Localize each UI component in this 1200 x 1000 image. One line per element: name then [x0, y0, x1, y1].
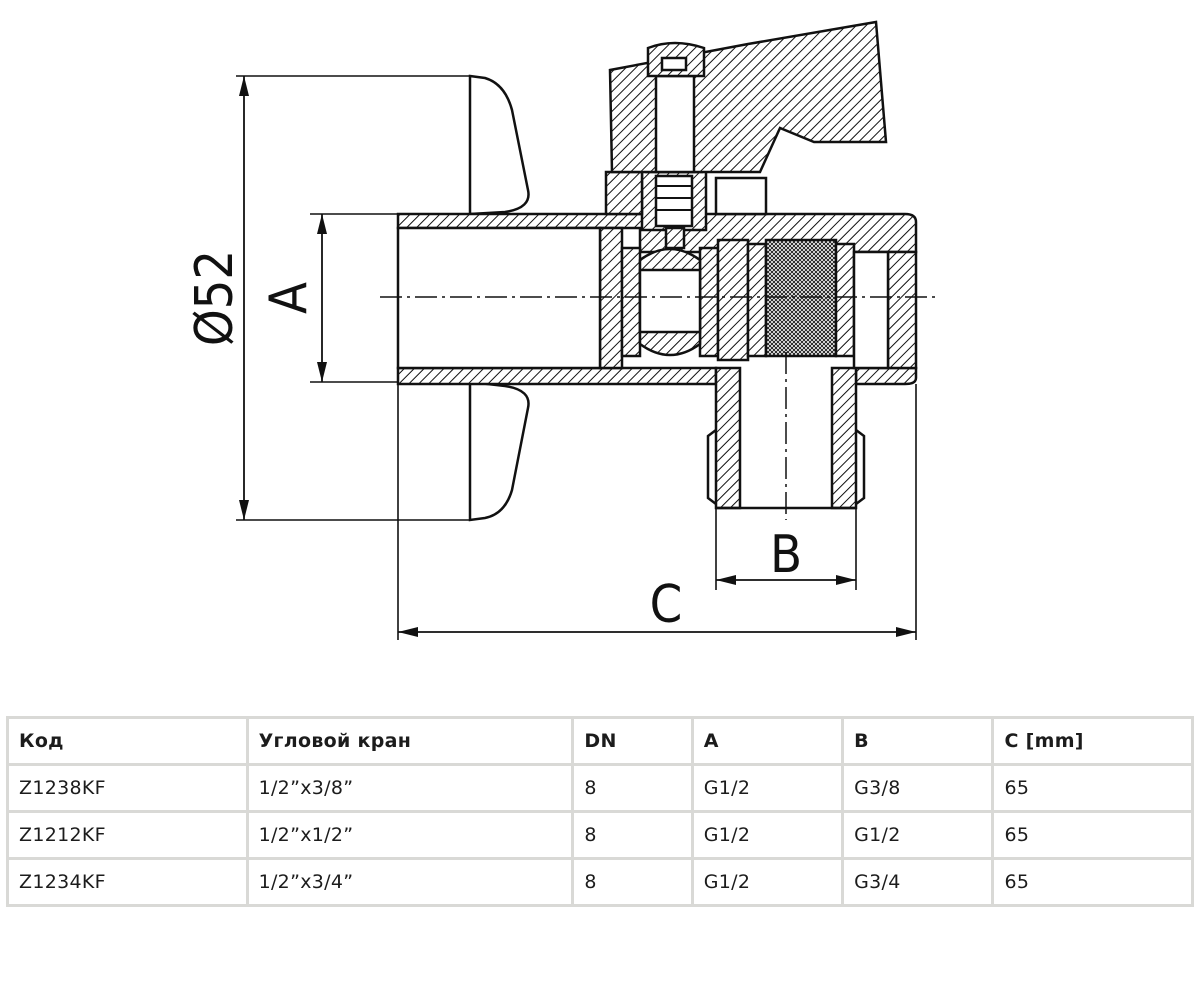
- cell-c: 65: [994, 860, 1191, 904]
- diameter-label: Ø52: [185, 250, 245, 346]
- cell-a: G1/2: [693, 813, 842, 857]
- cell-size: 1/2”x3/4”: [248, 860, 572, 904]
- header-c: C [mm]: [994, 719, 1191, 763]
- cell-size: 1/2”x3/8”: [248, 766, 572, 810]
- dimension-lines: [239, 76, 916, 637]
- cell-dn: 8: [574, 766, 691, 810]
- table-row: Z1238KF 1/2”x3/8” 8 G1/2 G3/8 65: [9, 766, 1191, 810]
- table-header-row: Код Угловой кран DN A B C [mm]: [9, 719, 1191, 763]
- cell-c: 65: [994, 766, 1191, 810]
- cell-a: G1/2: [693, 766, 842, 810]
- cell-code: Z1238KF: [9, 766, 246, 810]
- cell-c: 65: [994, 813, 1191, 857]
- cell-code: Z1212KF: [9, 813, 246, 857]
- header-b: B: [844, 719, 992, 763]
- header-angle-valve: Угловой кран: [248, 719, 572, 763]
- header-a: A: [693, 719, 842, 763]
- filter-mesh: [746, 238, 890, 370]
- specification-table: Код Угловой кран DN A B C [mm] Z1238KF 1…: [6, 716, 1194, 907]
- cell-dn: 8: [574, 813, 691, 857]
- cell-b: G1/2: [844, 813, 992, 857]
- c-label: C: [650, 575, 683, 635]
- a-label: A: [259, 282, 319, 314]
- lever-handle: [608, 20, 888, 174]
- b-label: B: [770, 525, 802, 585]
- cell-size: 1/2”x1/2”: [248, 813, 572, 857]
- valve-technical-drawing: Ø52 A B C: [185, 20, 935, 640]
- valve-body: [396, 212, 918, 510]
- cell-b: G3/4: [844, 860, 992, 904]
- header-code: Код: [9, 719, 246, 763]
- header-dn: DN: [574, 719, 691, 763]
- table-row: Z1234KF 1/2”x3/4” 8 G1/2 G3/4 65: [9, 860, 1191, 904]
- cell-b: G3/8: [844, 766, 992, 810]
- cell-dn: 8: [574, 860, 691, 904]
- ball-seat-assembly: [620, 238, 750, 362]
- cell-code: Z1234KF: [9, 860, 246, 904]
- escutcheon: [468, 74, 530, 522]
- table-row: Z1212KF 1/2”x1/2” 8 G1/2 G1/2 65: [9, 813, 1191, 857]
- cell-a: G1/2: [693, 860, 842, 904]
